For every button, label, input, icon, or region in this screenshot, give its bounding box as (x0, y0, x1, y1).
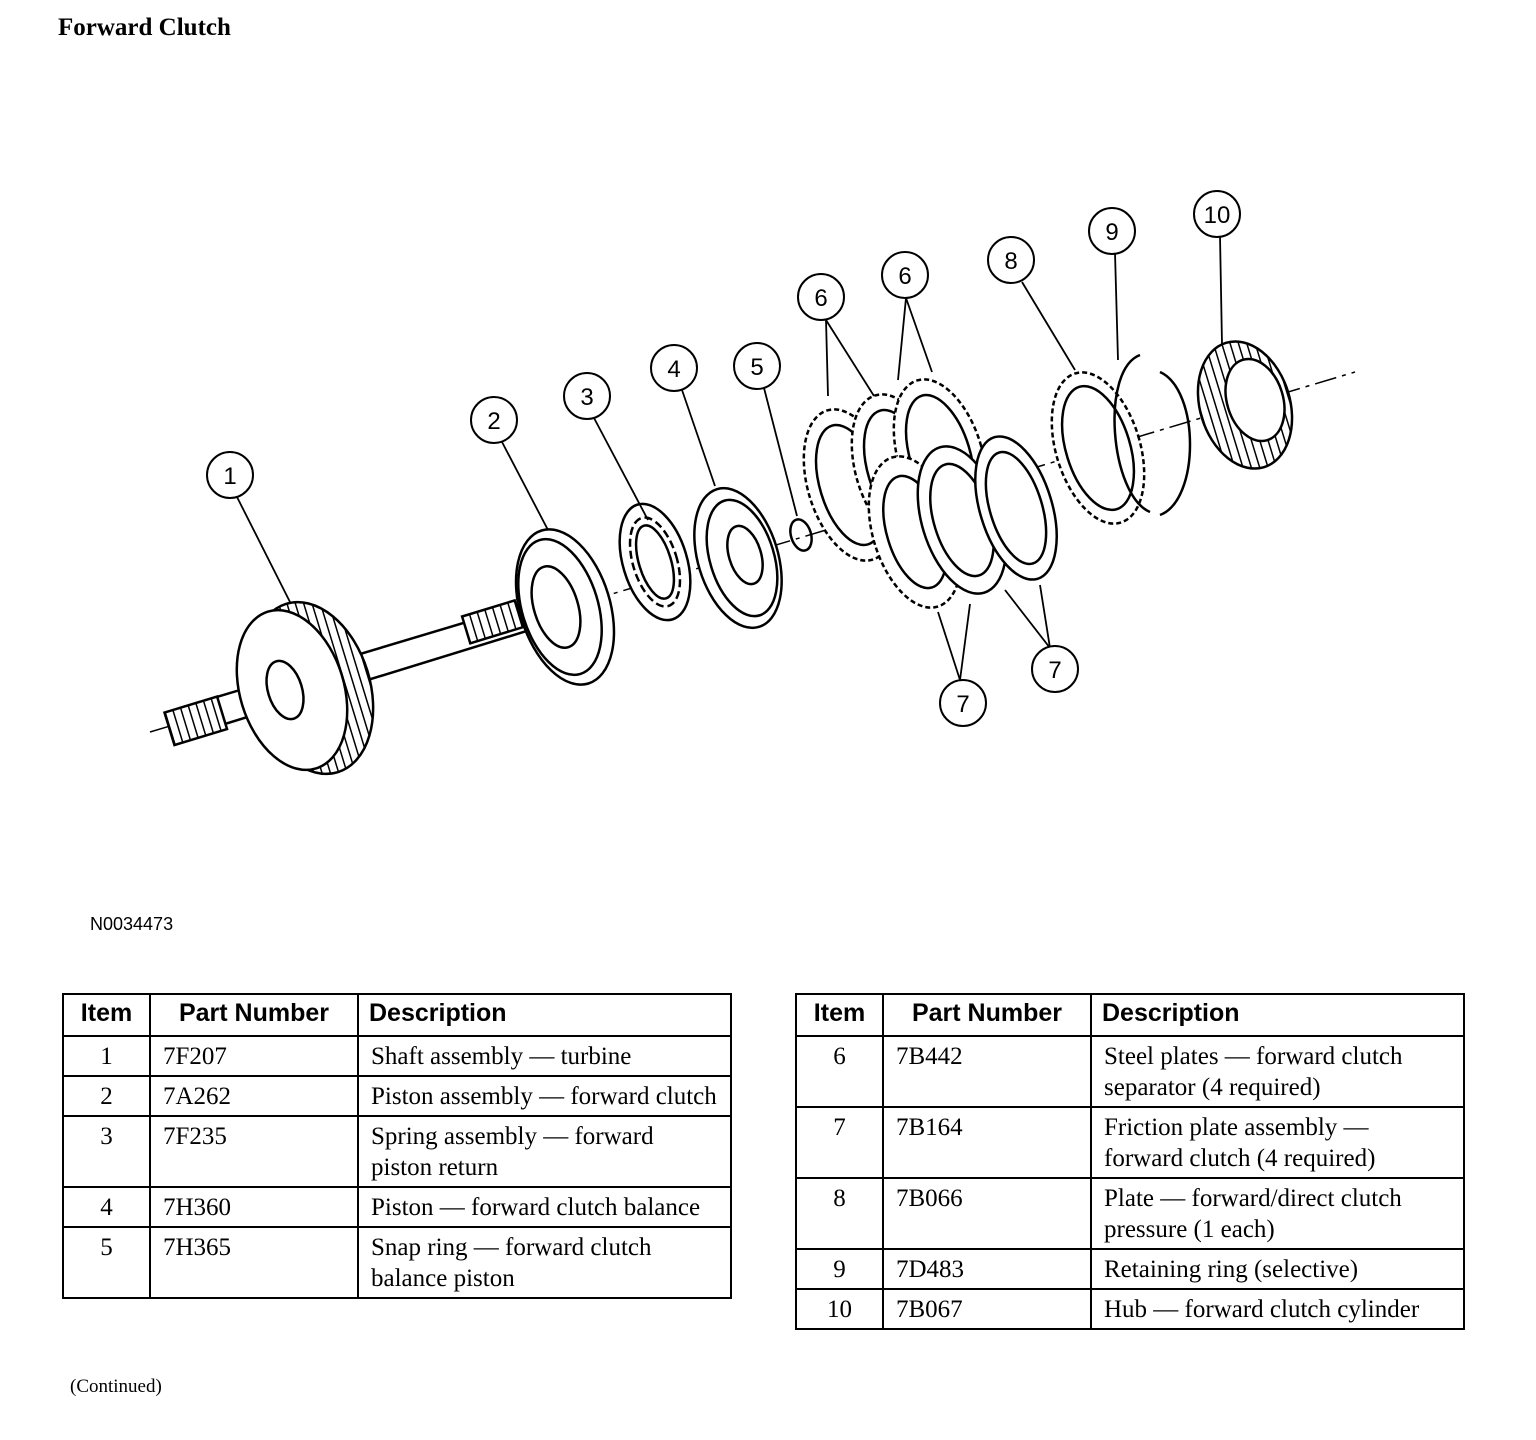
description-cell: Piston assembly — forward clutch (357, 1075, 732, 1117)
callout-2: 2 (470, 396, 518, 444)
parts-table-left: Item Part Number Description 1 7F207 Sha… (62, 993, 732, 1299)
retaining-ring-part (1113, 353, 1192, 517)
col-header-part-number: Part Number (882, 993, 1092, 1037)
svg-text:7: 7 (956, 691, 969, 718)
svg-text:8: 8 (1004, 248, 1017, 275)
item-cell: 6 (795, 1035, 884, 1108)
leader-lines (236, 235, 1223, 681)
table-row: 6 7B442 Steel plates — forward clutch se… (795, 1035, 1465, 1108)
pressure-plate-part (1050, 371, 1146, 525)
col-header-description: Description (357, 993, 732, 1037)
callout-10: 10 (1193, 190, 1241, 238)
description-cell: Spring assembly — forward piston return (357, 1115, 732, 1188)
item-cell: 3 (62, 1115, 151, 1188)
svg-text:9: 9 (1105, 219, 1118, 246)
item-cell: 9 (795, 1248, 884, 1290)
callout-1: 1 (206, 451, 254, 499)
col-header-item: Item (795, 993, 884, 1037)
callout-6a: 6 (797, 273, 845, 321)
part-number-cell: 7B442 (882, 1035, 1092, 1108)
turbine-shaft-part (162, 598, 532, 776)
table-row: 10 7B067 Hub — forward clutch cylinder (795, 1288, 1465, 1330)
table-row: 8 7B066 Plate — forward/direct clutch pr… (795, 1177, 1465, 1250)
table-row: 3 7F235 Spring assembly — forward piston… (62, 1115, 732, 1188)
spring-assembly-part (618, 502, 692, 622)
description-cell: Shaft assembly — turbine (357, 1035, 732, 1077)
description-cell: Hub — forward clutch cylinder (1090, 1288, 1465, 1330)
part-number-cell: 7F235 (149, 1115, 359, 1188)
clutch-plate-pack-part (802, 378, 1058, 609)
table-row: 5 7H365 Snap ring — forward clutch balan… (62, 1226, 732, 1299)
part-number-cell: 7D483 (882, 1248, 1092, 1290)
table-row: 4 7H360 Piston — forward clutch balance (62, 1186, 732, 1228)
callout-6b: 6 (881, 251, 929, 299)
continued-note: (Continued) (70, 1376, 162, 1397)
col-header-item: Item (62, 993, 151, 1037)
table-row: 9 7D483 Retaining ring (selective) (795, 1248, 1465, 1290)
svg-text:7: 7 (1048, 657, 1061, 684)
svg-text:1: 1 (223, 463, 236, 490)
callout-4: 4 (650, 344, 698, 392)
item-cell: 5 (62, 1226, 151, 1299)
callout-9: 9 (1088, 207, 1136, 255)
svg-text:6: 6 (898, 263, 911, 290)
callout-5: 5 (733, 342, 781, 390)
item-cell: 10 (795, 1288, 884, 1330)
svg-text:5: 5 (750, 354, 763, 381)
col-header-part-number: Part Number (149, 993, 359, 1037)
table-row: 2 7A262 Piston assembly — forward clutch (62, 1075, 732, 1117)
parts-table-right: Item Part Number Description 6 7B442 Ste… (795, 993, 1465, 1330)
callout-7a: 7 (939, 679, 987, 727)
part-number-cell: 7B067 (882, 1288, 1092, 1330)
item-cell: 1 (62, 1035, 151, 1077)
svg-text:6: 6 (814, 285, 827, 312)
page-title: Forward Clutch (58, 14, 231, 41)
description-cell: Friction plate assembly — forward clutch… (1090, 1106, 1465, 1179)
table-row: 7 7B164 Friction plate assembly — forwar… (795, 1106, 1465, 1179)
description-cell: Retaining ring (selective) (1090, 1248, 1465, 1290)
description-cell: Snap ring — forward clutch balance pisto… (357, 1226, 732, 1299)
part-number-cell: 7H360 (149, 1186, 359, 1228)
svg-text:10: 10 (1204, 202, 1231, 229)
description-cell: Piston — forward clutch balance (357, 1186, 732, 1228)
svg-text:3: 3 (580, 384, 593, 411)
table-row: 1 7F207 Shaft assembly — turbine (62, 1035, 732, 1077)
item-cell: 2 (62, 1075, 151, 1117)
col-header-description: Description (1090, 993, 1465, 1037)
description-cell: Steel plates — forward clutch separator … (1090, 1035, 1465, 1108)
part-number-cell: 7F207 (149, 1035, 359, 1077)
item-cell: 8 (795, 1177, 884, 1250)
callout-8: 8 (987, 236, 1035, 284)
svg-text:2: 2 (487, 408, 500, 435)
exploded-view-diagram: 1 2 3 4 5 6 6 7 7 8 9 10 (149, 190, 1356, 776)
callout-7b: 7 (1031, 645, 1079, 693)
description-cell: Plate — forward/direct clutch pressure (… (1090, 1177, 1465, 1250)
callout-3: 3 (563, 372, 611, 420)
item-cell: 7 (795, 1106, 884, 1179)
figure-id: N0034473 (90, 914, 174, 934)
part-number-cell: 7H365 (149, 1226, 359, 1299)
piston-assembly-part (514, 528, 616, 686)
cylinder-hub-part (1196, 340, 1294, 470)
part-number-cell: 7A262 (149, 1075, 359, 1117)
balance-piston-part (693, 486, 783, 630)
snap-ring-part (789, 518, 813, 552)
part-number-cell: 7B164 (882, 1106, 1092, 1179)
part-number-cell: 7B066 (882, 1177, 1092, 1250)
svg-text:4: 4 (667, 356, 680, 383)
item-cell: 4 (62, 1186, 151, 1228)
